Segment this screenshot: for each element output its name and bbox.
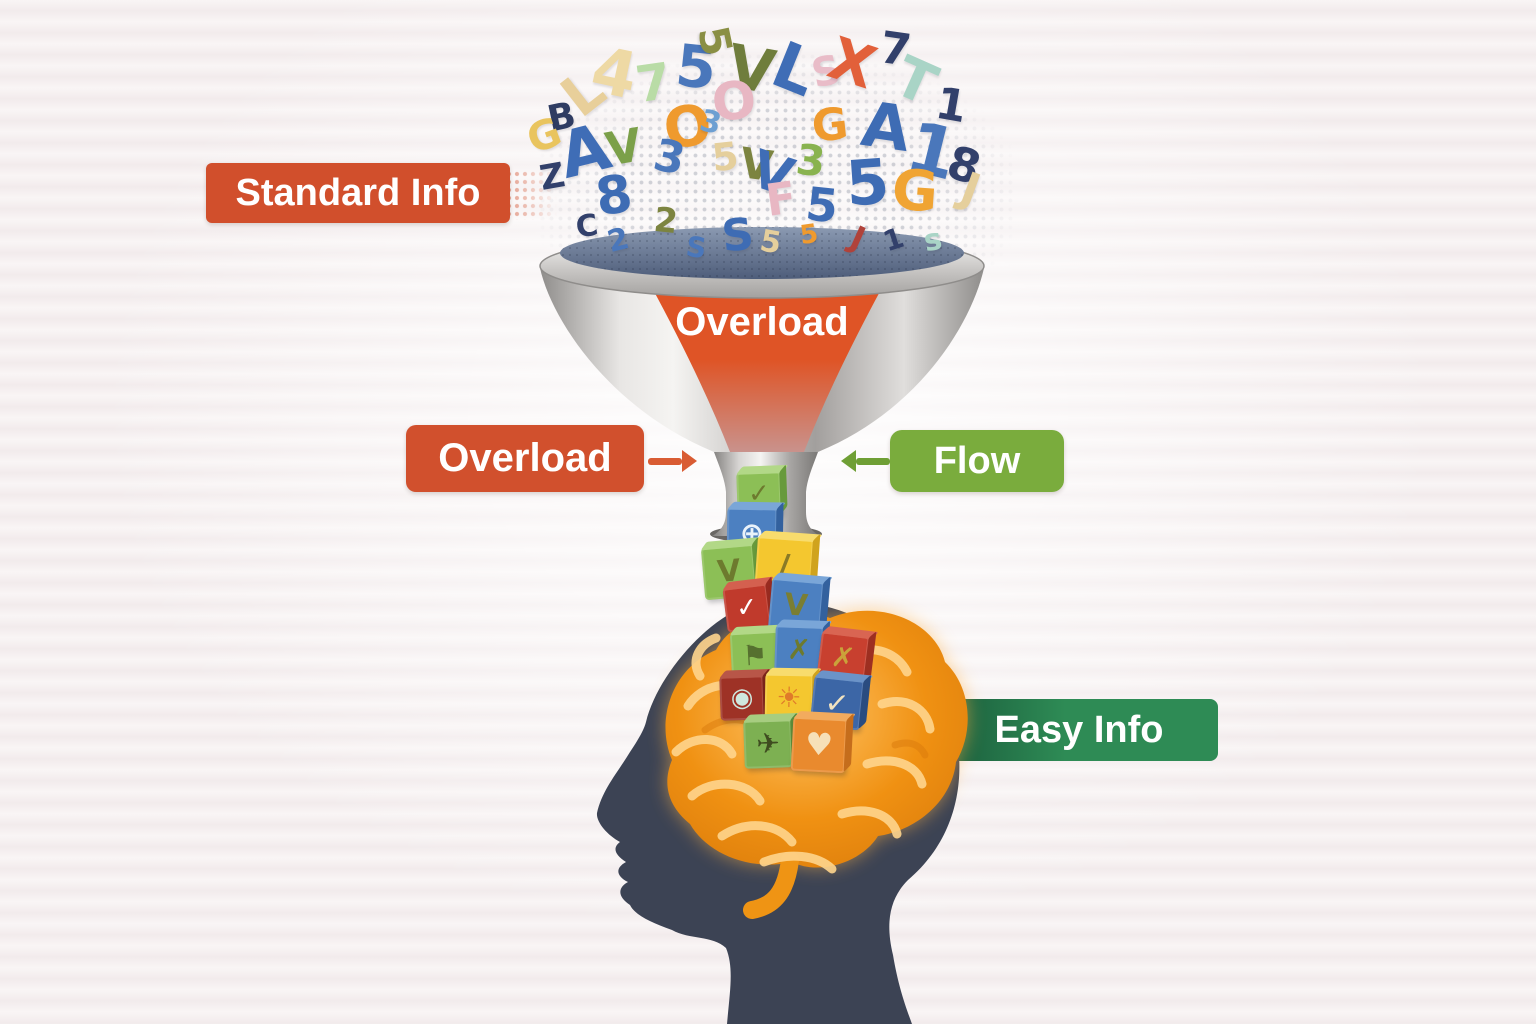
overload-arrow-icon [648,450,697,472]
flow-label-text: Flow [933,439,1021,482]
overload-label-text: Overload [438,436,612,480]
easy-info-label-text: Easy Info [994,708,1164,751]
halftone-dots-red [505,170,557,220]
overload-label: Overload [406,425,644,492]
standard-info-label-text: Standard Info [235,171,481,214]
funnel-stem [712,452,820,536]
funnel-overload-text-inner: Overload [675,299,849,344]
standard-info-label: Standard Info [206,163,510,223]
funnel-band [650,284,884,452]
flow-arrow-icon [841,450,890,472]
brain-folds [671,633,935,874]
funnel-overload-text: Overload [632,296,892,348]
easy-info-label: Easy Info [940,699,1218,761]
brain-stem [743,851,799,919]
funnel-mouth-texture [560,227,964,279]
flow-label: Flow [890,430,1064,492]
